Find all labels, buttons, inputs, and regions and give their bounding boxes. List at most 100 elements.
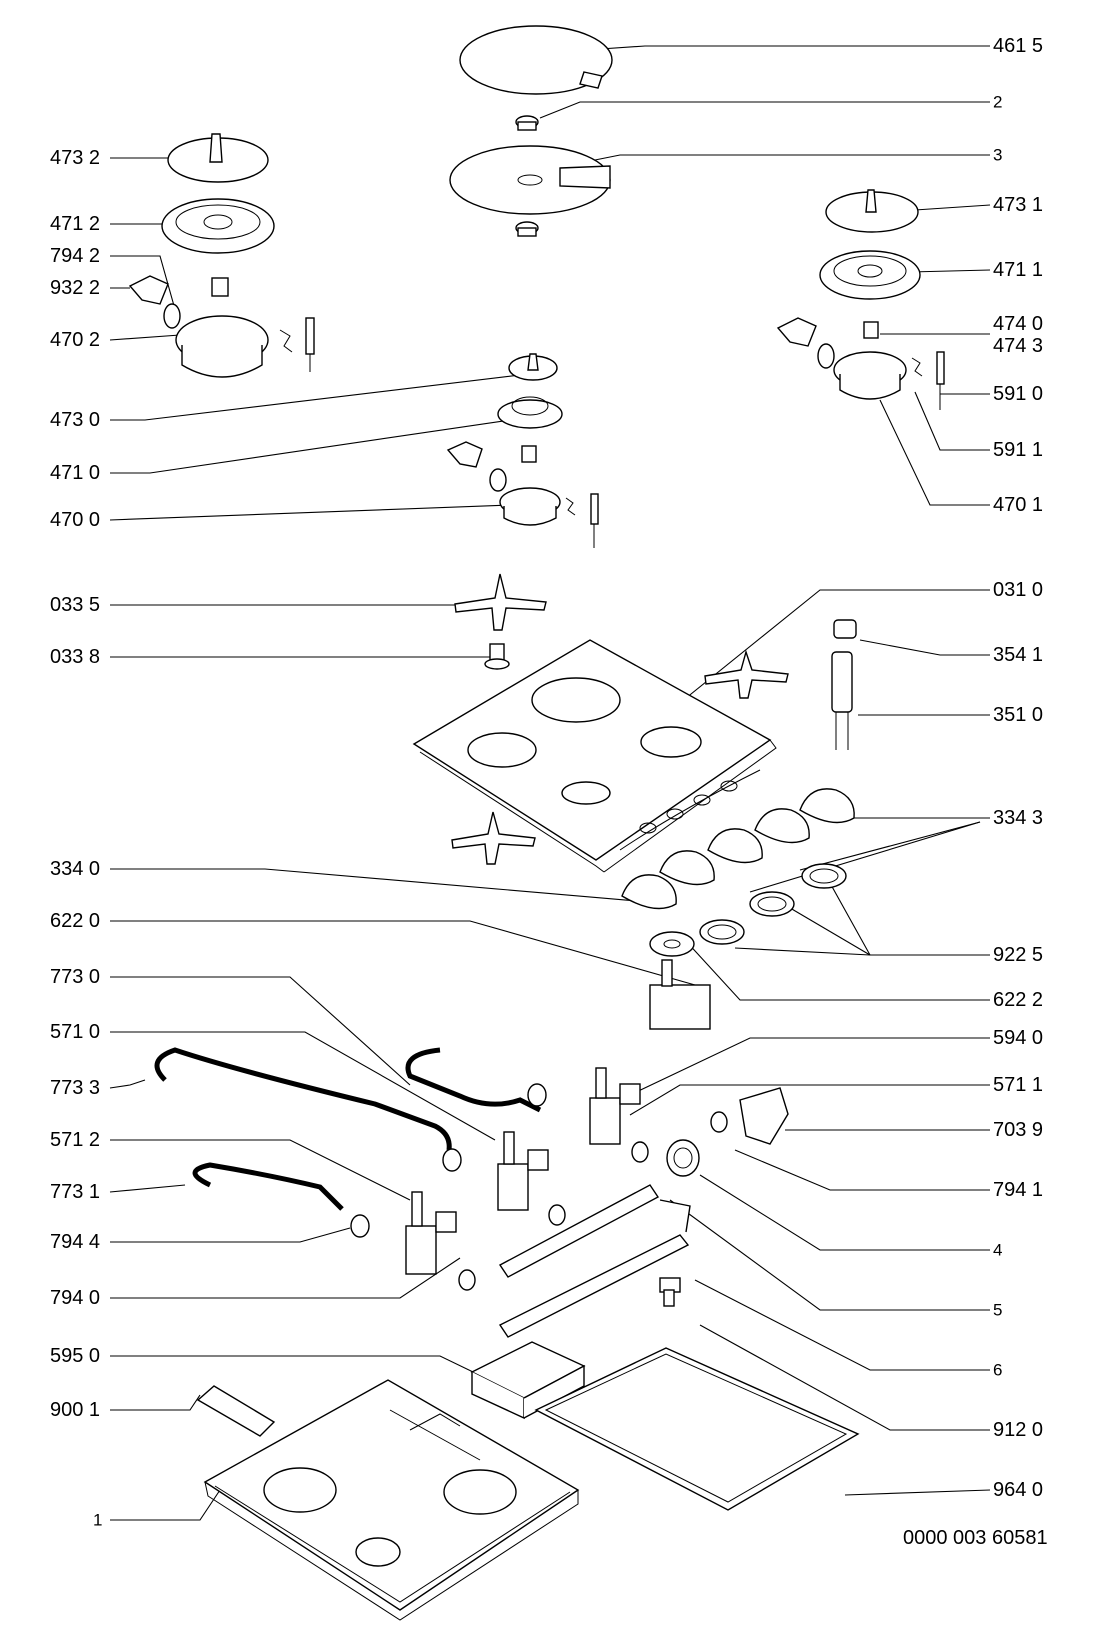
clip-right bbox=[776, 317, 817, 347]
part-label-912-0: 912 0 bbox=[993, 1419, 1044, 1441]
part-label-471-1: 471 1 bbox=[993, 259, 1044, 281]
part-label-473-1: 473 1 bbox=[993, 194, 1044, 216]
gas-tube-5 bbox=[498, 1184, 660, 1278]
part-label-5: 5 bbox=[993, 1300, 1003, 1320]
part-label-473-2: 473 2 bbox=[50, 147, 101, 169]
thermocouple-right bbox=[936, 351, 945, 410]
part-label-471-2: 471 2 bbox=[50, 213, 101, 235]
burner-cap-large bbox=[459, 25, 613, 95]
elbow-703-9 bbox=[739, 1087, 789, 1145]
part-label-773-0: 773 0 bbox=[50, 966, 101, 988]
part-label-470-0: 470 0 bbox=[50, 509, 101, 531]
burner-base-left bbox=[175, 315, 293, 378]
injector-center bbox=[521, 445, 537, 463]
burner-cap-center bbox=[508, 353, 558, 381]
part-label-900-1: 900 1 bbox=[50, 1399, 101, 1421]
burner-crown-center bbox=[497, 396, 563, 429]
gas-valve-571-0 bbox=[497, 1131, 549, 1211]
injector-left bbox=[211, 277, 229, 297]
flame-spreader-disc bbox=[449, 145, 611, 215]
gasket-964-0 bbox=[534, 1347, 860, 1511]
part-label-622-0: 622 0 bbox=[50, 910, 101, 932]
control-knobs bbox=[621, 788, 855, 910]
part-label-794-2: 794 2 bbox=[50, 245, 101, 267]
burner-cap-left bbox=[167, 133, 269, 183]
small-nut-bottom bbox=[515, 221, 539, 237]
part-label-354-1: 354 1 bbox=[993, 644, 1044, 666]
part-label-474-0: 474 0 bbox=[993, 313, 1044, 335]
pan-support-right bbox=[704, 649, 789, 699]
switch-622-0 bbox=[649, 959, 711, 1030]
foot-033-8 bbox=[484, 643, 510, 670]
part-label-033-5: 033 5 bbox=[50, 594, 101, 616]
sealing-rings bbox=[350, 1083, 728, 1291]
manifold-6 bbox=[498, 1199, 691, 1338]
gas-valve-571-2 bbox=[405, 1191, 457, 1275]
pan-support-top bbox=[454, 573, 547, 631]
part-label-334-3: 334 3 bbox=[993, 807, 1044, 829]
part-label-4: 4 bbox=[993, 1240, 1003, 1260]
spark-plug-cap bbox=[833, 619, 857, 639]
hob-top-plate bbox=[412, 639, 777, 873]
part-label-591-0: 591 0 bbox=[993, 383, 1044, 405]
burner-cap-right bbox=[825, 189, 919, 233]
part-label-932-2: 932 2 bbox=[50, 277, 101, 299]
part-label-471-0: 471 0 bbox=[50, 462, 101, 484]
part-label-033-8: 033 8 bbox=[50, 646, 101, 668]
gas-valve-571-1 bbox=[589, 1067, 641, 1145]
part-label-922-5: 922 5 bbox=[993, 944, 1044, 966]
part-label-773-3: 773 3 bbox=[50, 1077, 101, 1099]
document-number: 0000 003 60581 bbox=[903, 1527, 1048, 1549]
nut-4 bbox=[666, 1139, 700, 1177]
part-label-461-5: 461 5 bbox=[993, 35, 1044, 57]
part-label-794-1: 794 1 bbox=[993, 1179, 1044, 1201]
part-label-794-4: 794 4 bbox=[50, 1231, 101, 1253]
burner-base-right bbox=[833, 351, 923, 400]
ignition-unit bbox=[470, 1341, 586, 1420]
part-label-773-1: 773 1 bbox=[50, 1181, 101, 1203]
part-label-594-0: 594 0 bbox=[993, 1027, 1044, 1049]
part-label-571-1: 571 1 bbox=[993, 1074, 1044, 1096]
burner-crown-right bbox=[819, 250, 921, 300]
part-label-571-0: 571 0 bbox=[50, 1021, 101, 1043]
part-label-964-0: 964 0 bbox=[993, 1479, 1044, 1501]
part-label-470-2: 470 2 bbox=[50, 329, 101, 351]
part-label-031-0: 031 0 bbox=[993, 579, 1044, 601]
gas-pipe-773-1 bbox=[192, 1162, 344, 1211]
part-label-3: 3 bbox=[993, 145, 1003, 165]
part-label-622-2: 622 2 bbox=[993, 989, 1044, 1011]
leader-lines bbox=[109, 45, 991, 1521]
part-label-595-0: 595 0 bbox=[50, 1345, 101, 1367]
clip-left bbox=[128, 275, 169, 305]
gas-pipe-773-0 bbox=[405, 1047, 542, 1113]
thermocouple-left bbox=[305, 317, 315, 372]
part-label-2: 2 bbox=[993, 92, 1003, 112]
spark-plug bbox=[831, 651, 853, 750]
seal-ring-left bbox=[163, 303, 181, 329]
screw-912-0 bbox=[659, 1277, 681, 1307]
injector-right bbox=[863, 321, 879, 339]
clamp-900-1 bbox=[196, 1385, 276, 1437]
part-label-6: 6 bbox=[993, 1360, 1003, 1380]
part-label-473-0: 473 0 bbox=[50, 409, 101, 431]
burner-base-center bbox=[499, 487, 576, 526]
pan-support-left bbox=[451, 811, 536, 865]
part-label-794-0: 794 0 bbox=[50, 1287, 101, 1309]
part-label-474-3: 474 3 bbox=[993, 335, 1044, 357]
part-label-334-0: 334 0 bbox=[50, 858, 101, 880]
clip-center bbox=[446, 441, 483, 468]
gas-pipe-773-3 bbox=[154, 1047, 452, 1151]
knob-bezels bbox=[649, 863, 847, 957]
bottom-tray bbox=[203, 1379, 580, 1621]
part-label-571-2: 571 2 bbox=[50, 1129, 101, 1151]
seal-ring-right bbox=[817, 343, 835, 369]
thermocouple-center bbox=[590, 493, 599, 548]
part-label-1: 1 bbox=[93, 1510, 103, 1530]
seal-ring-center bbox=[489, 468, 507, 492]
burner-crown-left bbox=[161, 198, 275, 254]
part-label-351-0: 351 0 bbox=[993, 704, 1044, 726]
part-label-470-1: 470 1 bbox=[993, 494, 1044, 516]
part-label-703-9: 703 9 bbox=[993, 1119, 1044, 1141]
part-label-591-1: 591 1 bbox=[993, 439, 1044, 461]
